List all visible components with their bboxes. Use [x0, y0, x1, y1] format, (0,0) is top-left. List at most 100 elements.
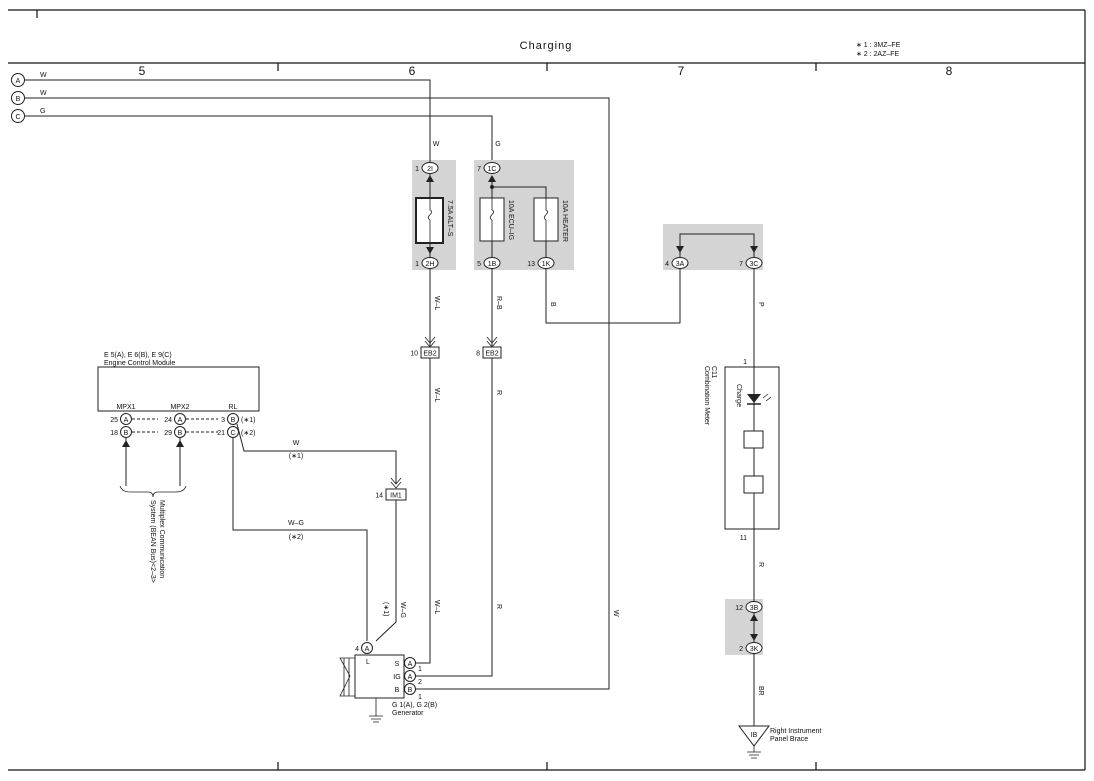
wire-label-r-meter: R	[757, 562, 764, 567]
fuse-heater-label: 10A HEATER	[561, 200, 568, 242]
generator-name: Generator	[392, 710, 424, 717]
wire-label-br: BR	[757, 686, 764, 696]
svg-text:4: 4	[665, 261, 669, 268]
column-number-7: 7	[678, 64, 685, 78]
wire-label-rb: R–B	[495, 296, 502, 310]
charge-lamp-icon	[747, 394, 761, 403]
svg-text:1: 1	[415, 261, 419, 268]
frame	[8, 9, 1086, 771]
fuse-alt-s-label: 7.5A ALT–S	[446, 200, 453, 237]
wire-a	[24, 79, 431, 160]
junction-3a-3c: 3A 4 3C 7	[665, 233, 763, 269]
svg-text:1B: 1B	[488, 261, 497, 268]
svg-text:3: 3	[221, 417, 225, 424]
fuse-alt-s	[415, 197, 444, 244]
svg-text:S: S	[395, 661, 400, 668]
engine-note-2: ∗ 2 : 2AZ–FE	[856, 51, 900, 58]
wire-rl-w-color: W	[293, 440, 300, 447]
meter-code: C11	[710, 366, 717, 378]
wire-rl-w-note: (∗1)	[289, 453, 303, 460]
input-a-wire-color: W	[40, 72, 47, 79]
svg-text:(∗1): (∗1)	[241, 417, 255, 424]
svg-text:B: B	[408, 687, 413, 694]
ground-label-2: Panel Brace	[770, 736, 808, 743]
svg-text:1: 1	[418, 694, 422, 701]
svg-text:14: 14	[375, 493, 383, 500]
ecm-codes: E 5(A), E 6(B), E 9(C)	[104, 352, 172, 359]
input-b-wire-color: W	[40, 90, 47, 97]
svg-text:21: 21	[217, 430, 225, 437]
svg-text:2I: 2I	[427, 166, 433, 173]
svg-text:3K: 3K	[750, 646, 759, 653]
wire-label-g: G	[495, 141, 500, 148]
svg-text:1K: 1K	[542, 261, 551, 268]
svg-text:4: 4	[355, 646, 359, 653]
wire-label-r-upper: R	[495, 390, 502, 395]
page-title: Charging	[520, 40, 573, 52]
wire-label-wl-lower: W–L	[433, 388, 440, 403]
svg-text:A: A	[408, 674, 413, 681]
column-number-8: 8	[946, 64, 953, 78]
svg-text:A: A	[124, 417, 129, 424]
wire-label-im1-note: (∗1)	[382, 602, 389, 616]
svg-text:B: B	[124, 430, 129, 437]
svg-text:C: C	[15, 114, 20, 121]
svg-text:2: 2	[739, 646, 743, 653]
wire-label-heater-b: B	[549, 302, 556, 307]
meter-lamp-label: Charge	[735, 384, 742, 407]
svg-text:25: 25	[110, 417, 118, 424]
fuse-ecu-ig-label: 10A ECU–IG	[507, 200, 514, 240]
input-c: C G	[11, 108, 45, 123]
column-number-5: 5	[139, 64, 146, 78]
svg-text:C: C	[230, 430, 235, 437]
wire-rl-wg	[232, 437, 368, 641]
multiplex-communication: Multiplex Communication System (BEAN Bus…	[119, 438, 187, 583]
connector-im1: IM1 14	[375, 477, 407, 501]
wire-label-wl-upper: W–L	[433, 296, 440, 311]
svg-text:2: 2	[418, 679, 422, 686]
svg-text:IM1: IM1	[390, 493, 402, 500]
svg-text:24: 24	[164, 417, 172, 424]
wire-c	[24, 115, 493, 160]
svg-text:A: A	[408, 661, 413, 668]
svg-text:B: B	[231, 417, 236, 424]
connector-eb2-right: EB2 8	[476, 336, 502, 359]
svg-text:B: B	[178, 430, 183, 437]
svg-text:10: 10	[410, 351, 418, 358]
combination-meter: 1 C11 Combination Meter Charge 11	[703, 359, 780, 542]
svg-text:7: 7	[477, 166, 481, 173]
multiplex-label-1: Multiplex Communication	[158, 500, 165, 578]
svg-text:3C: 3C	[750, 261, 759, 268]
svg-text:1: 1	[418, 666, 422, 673]
svg-text:L: L	[366, 659, 370, 666]
wire-b	[24, 97, 610, 690]
engine-control-module: E 5(A), E 6(B), E 9(C) Engine Control Mo…	[97, 352, 260, 438]
wire-rl-wg-color: W–G	[288, 520, 304, 527]
svg-text:29: 29	[164, 430, 172, 437]
svg-text:A: A	[365, 646, 370, 653]
svg-text:B: B	[395, 687, 400, 694]
svg-text:1C: 1C	[488, 166, 497, 173]
svg-text:3B: 3B	[750, 605, 759, 612]
wire-label-b-w: W	[612, 610, 619, 617]
wire-label-wl-bottom: W–L	[433, 600, 440, 615]
input-b: B W	[11, 90, 47, 105]
svg-text:A: A	[178, 417, 183, 424]
wire-label-r-lower: R	[495, 604, 502, 609]
svg-text:EB2: EB2	[423, 351, 436, 358]
svg-text:13: 13	[527, 261, 535, 268]
generator: A 4 L S IG B A A B 1 2 1 G 1(A), G 2(B) …	[339, 642, 437, 723]
column-number-6: 6	[409, 64, 416, 78]
meter-name: Combination Meter	[703, 366, 710, 426]
ground-label-1: Right Instrument	[770, 728, 821, 735]
ground-point: IB Right Instrument Panel Brace	[738, 725, 821, 759]
generator-pulley	[339, 657, 355, 697]
svg-text:8: 8	[476, 351, 480, 358]
input-a: A W	[11, 72, 47, 87]
wire-rl-wg-note: (∗2)	[289, 534, 303, 541]
svg-text:A: A	[16, 78, 21, 85]
wire-heater-to-3a	[545, 268, 681, 324]
svg-text:12: 12	[735, 605, 743, 612]
junction-3b-3k: 3B 12 3K 2	[735, 601, 763, 654]
